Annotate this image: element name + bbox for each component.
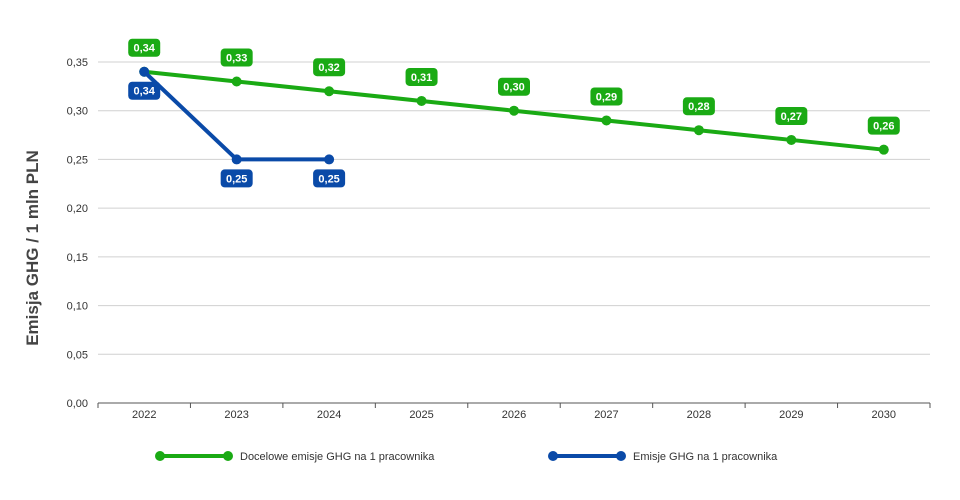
x-tick-label: 2022 — [132, 409, 156, 421]
data-label: 0,29 — [590, 87, 623, 106]
data-label-text: 0,25 — [226, 173, 247, 185]
data-label-text: 0,31 — [411, 72, 432, 84]
data-label-text: 0,27 — [781, 111, 802, 123]
data-point — [786, 134, 797, 145]
data-label-text: 0,32 — [318, 62, 339, 74]
y-tick-label: 0,00 — [67, 398, 88, 410]
data-label-badge — [220, 48, 253, 67]
x-tick-label: 2026 — [502, 409, 526, 421]
data-label-badge — [128, 81, 161, 100]
data-label-badge — [775, 106, 808, 125]
data-label: 0,34 — [128, 81, 161, 100]
x-axis-ticks: 2022 2023 2024 2025 2026 2027 2028 2029 2030 — [97, 403, 931, 421]
data-point — [324, 154, 335, 165]
data-labels: 0,34 0,33 0,32 0,31 0,30 0,29 0,28 0,27 0,26 0,34… — [128, 38, 900, 188]
legend-label: Emisje GHG na 1 pracownika — [633, 451, 778, 463]
x-tick-label: 2028 — [687, 409, 711, 421]
data-label-badge — [220, 169, 253, 188]
legend-item-2: Emisje GHG na 1 pracownika — [548, 451, 778, 463]
x-tick-label: 2029 — [779, 409, 803, 421]
legend-marker — [548, 451, 558, 461]
legend-marker — [616, 451, 626, 461]
data-label: 0,26 — [867, 116, 900, 135]
data-label-text: 0,33 — [226, 52, 247, 64]
data-point — [416, 95, 427, 106]
series — [139, 66, 889, 165]
data-label-badge — [313, 58, 346, 77]
y-tick-label: 0,10 — [67, 301, 88, 313]
data-label-badge — [405, 67, 438, 86]
data-label-text: 0,34 — [134, 86, 156, 98]
data-point — [693, 125, 704, 136]
data-label-text: 0,26 — [873, 121, 894, 133]
y-axis-ticks: 0,00 0,05 0,10 0,15 0,20 0,25 0,30 0,35 — [67, 57, 88, 410]
data-label: 0,34 — [128, 38, 161, 57]
legend: Docelowe emisje GHG na 1 pracownika Emisj… — [155, 451, 778, 463]
data-label-badge — [867, 116, 900, 135]
y-tick-label: 0,05 — [67, 349, 88, 361]
data-label-text: 0,25 — [318, 173, 339, 185]
data-point — [231, 154, 242, 165]
data-label: 0,30 — [498, 77, 530, 96]
data-label: 0,25 — [220, 169, 253, 188]
x-tick-label: 2025 — [409, 409, 433, 421]
data-point — [601, 115, 612, 126]
legend-item-1: Docelowe emisje GHG na 1 pracownika — [155, 451, 435, 463]
data-label: 0,25 — [313, 169, 346, 188]
data-label-badge — [128, 38, 161, 57]
data-label: 0,31 — [405, 67, 438, 86]
y-tick-label: 0,15 — [67, 252, 88, 264]
legend-marker — [155, 451, 165, 461]
data-label: 0,27 — [775, 106, 808, 125]
x-tick-label: 2027 — [594, 409, 618, 421]
data-label-text: 0,28 — [688, 101, 709, 113]
x-tick-label: 2023 — [224, 409, 248, 421]
data-label-badge — [590, 87, 623, 106]
x-tick-label: 2024 — [317, 409, 341, 421]
x-tick-label: 2030 — [872, 409, 896, 421]
y-tick-label: 0,30 — [67, 106, 88, 118]
data-label-badge — [682, 97, 715, 116]
y-axis-label: Emisja GHG / 1 mln PLN — [23, 150, 42, 346]
data-label-text: 0,30 — [503, 82, 524, 94]
data-point — [231, 76, 242, 87]
legend-label: Docelowe emisje GHG na 1 pracownika — [240, 451, 435, 463]
data-label: 0,32 — [313, 58, 346, 77]
data-label: 0,28 — [682, 97, 715, 116]
data-label-badge — [498, 77, 530, 96]
legend-marker — [223, 451, 233, 461]
y-tick-label: 0,25 — [67, 154, 88, 166]
y-tick-label: 0,20 — [67, 203, 88, 215]
data-label-badge — [313, 169, 346, 188]
y-tick-label: 0,35 — [67, 57, 88, 69]
data-label-text: 0,34 — [134, 43, 156, 55]
data-point — [878, 144, 889, 155]
data-point — [139, 66, 150, 77]
data-label: 0,33 — [220, 48, 253, 67]
data-label-text: 0,29 — [596, 91, 617, 103]
data-point — [509, 105, 519, 116]
data-point — [324, 86, 335, 97]
